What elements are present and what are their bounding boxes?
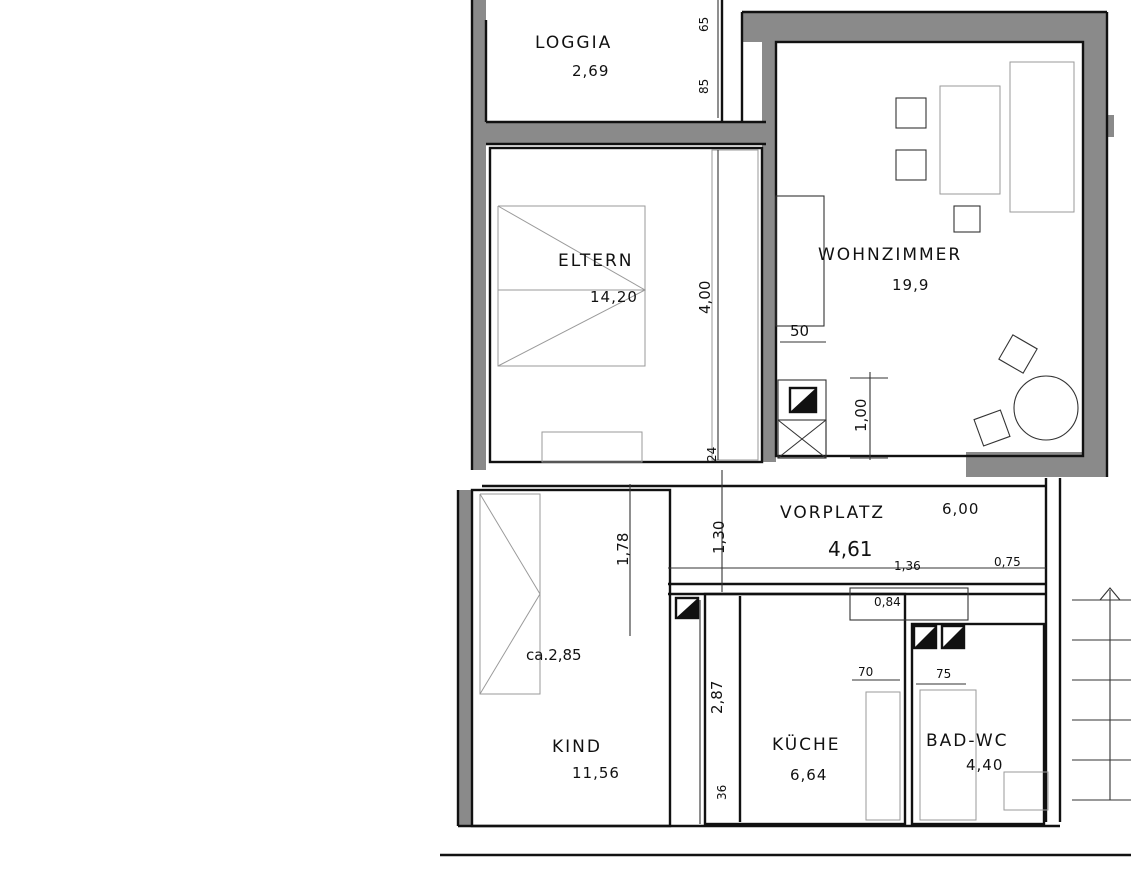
shaft-symbols: [674, 386, 966, 650]
room-area-eltern: 14,20: [590, 288, 638, 306]
room-name-kueche: KÜCHE: [772, 733, 841, 755]
dimension-label-d16: 75: [936, 667, 951, 681]
room-area-kind: 11,56: [572, 764, 620, 782]
dimension-label-d15: 70: [858, 665, 873, 679]
room-area-loggia: 2,69: [572, 62, 609, 80]
room-name-wohnzimmer: WOHNZIMMER: [818, 245, 962, 265]
walls: [458, 0, 1114, 825]
dimension-label-d11: 0,75: [994, 555, 1021, 569]
furniture: [479, 61, 1131, 821]
room-area-wohnzimmer: 19,9: [892, 276, 929, 294]
dimension-label-d6: 24: [705, 447, 719, 462]
room-name-kind: KIND: [552, 737, 602, 757]
dimension-label-d12: 0,84: [874, 595, 901, 609]
room-area-vorplatz: 6,00: [942, 500, 979, 518]
room-name-loggia: LOGGIA: [535, 33, 612, 53]
dimension-labels: 65 85 4,00 50 1,00 24 1,30 1,78 4,61 1,3…: [526, 17, 1021, 800]
dimension-label-d4: 50: [790, 322, 809, 340]
dimension-label-d3: 4,00: [696, 281, 714, 314]
room-area-kueche: 6,64: [790, 766, 827, 784]
room-name-eltern: ELTERN: [558, 251, 634, 271]
wall-outlines: [440, 0, 1131, 857]
dimension-label-d1: 65: [697, 17, 711, 32]
room-area-bad: 4,40: [966, 756, 1003, 774]
dimension-label-d2: 85: [697, 79, 711, 94]
dimension-lines: [629, 0, 1046, 824]
dimension-label-d13: ca.2,85: [526, 646, 582, 664]
dimension-label-d5: 1,00: [852, 399, 870, 432]
dimension-label-d9: 4,61: [828, 537, 873, 561]
dimension-label-d8: 1,78: [614, 533, 632, 566]
room-name-vorplatz: VORPLATZ: [780, 503, 885, 523]
dimension-label-d7: 1,30: [710, 521, 728, 554]
room-name-bad: BAD-WC: [926, 731, 1009, 751]
dimension-label-d14: 2,87: [708, 681, 726, 714]
room-labels: LOGGIA 2,69 ELTERN 14,20 WOHNZIMMER 19,9…: [535, 33, 1009, 784]
dimension-label-d17: 36: [715, 785, 729, 800]
dimension-label-d10: 1,36: [894, 559, 921, 573]
